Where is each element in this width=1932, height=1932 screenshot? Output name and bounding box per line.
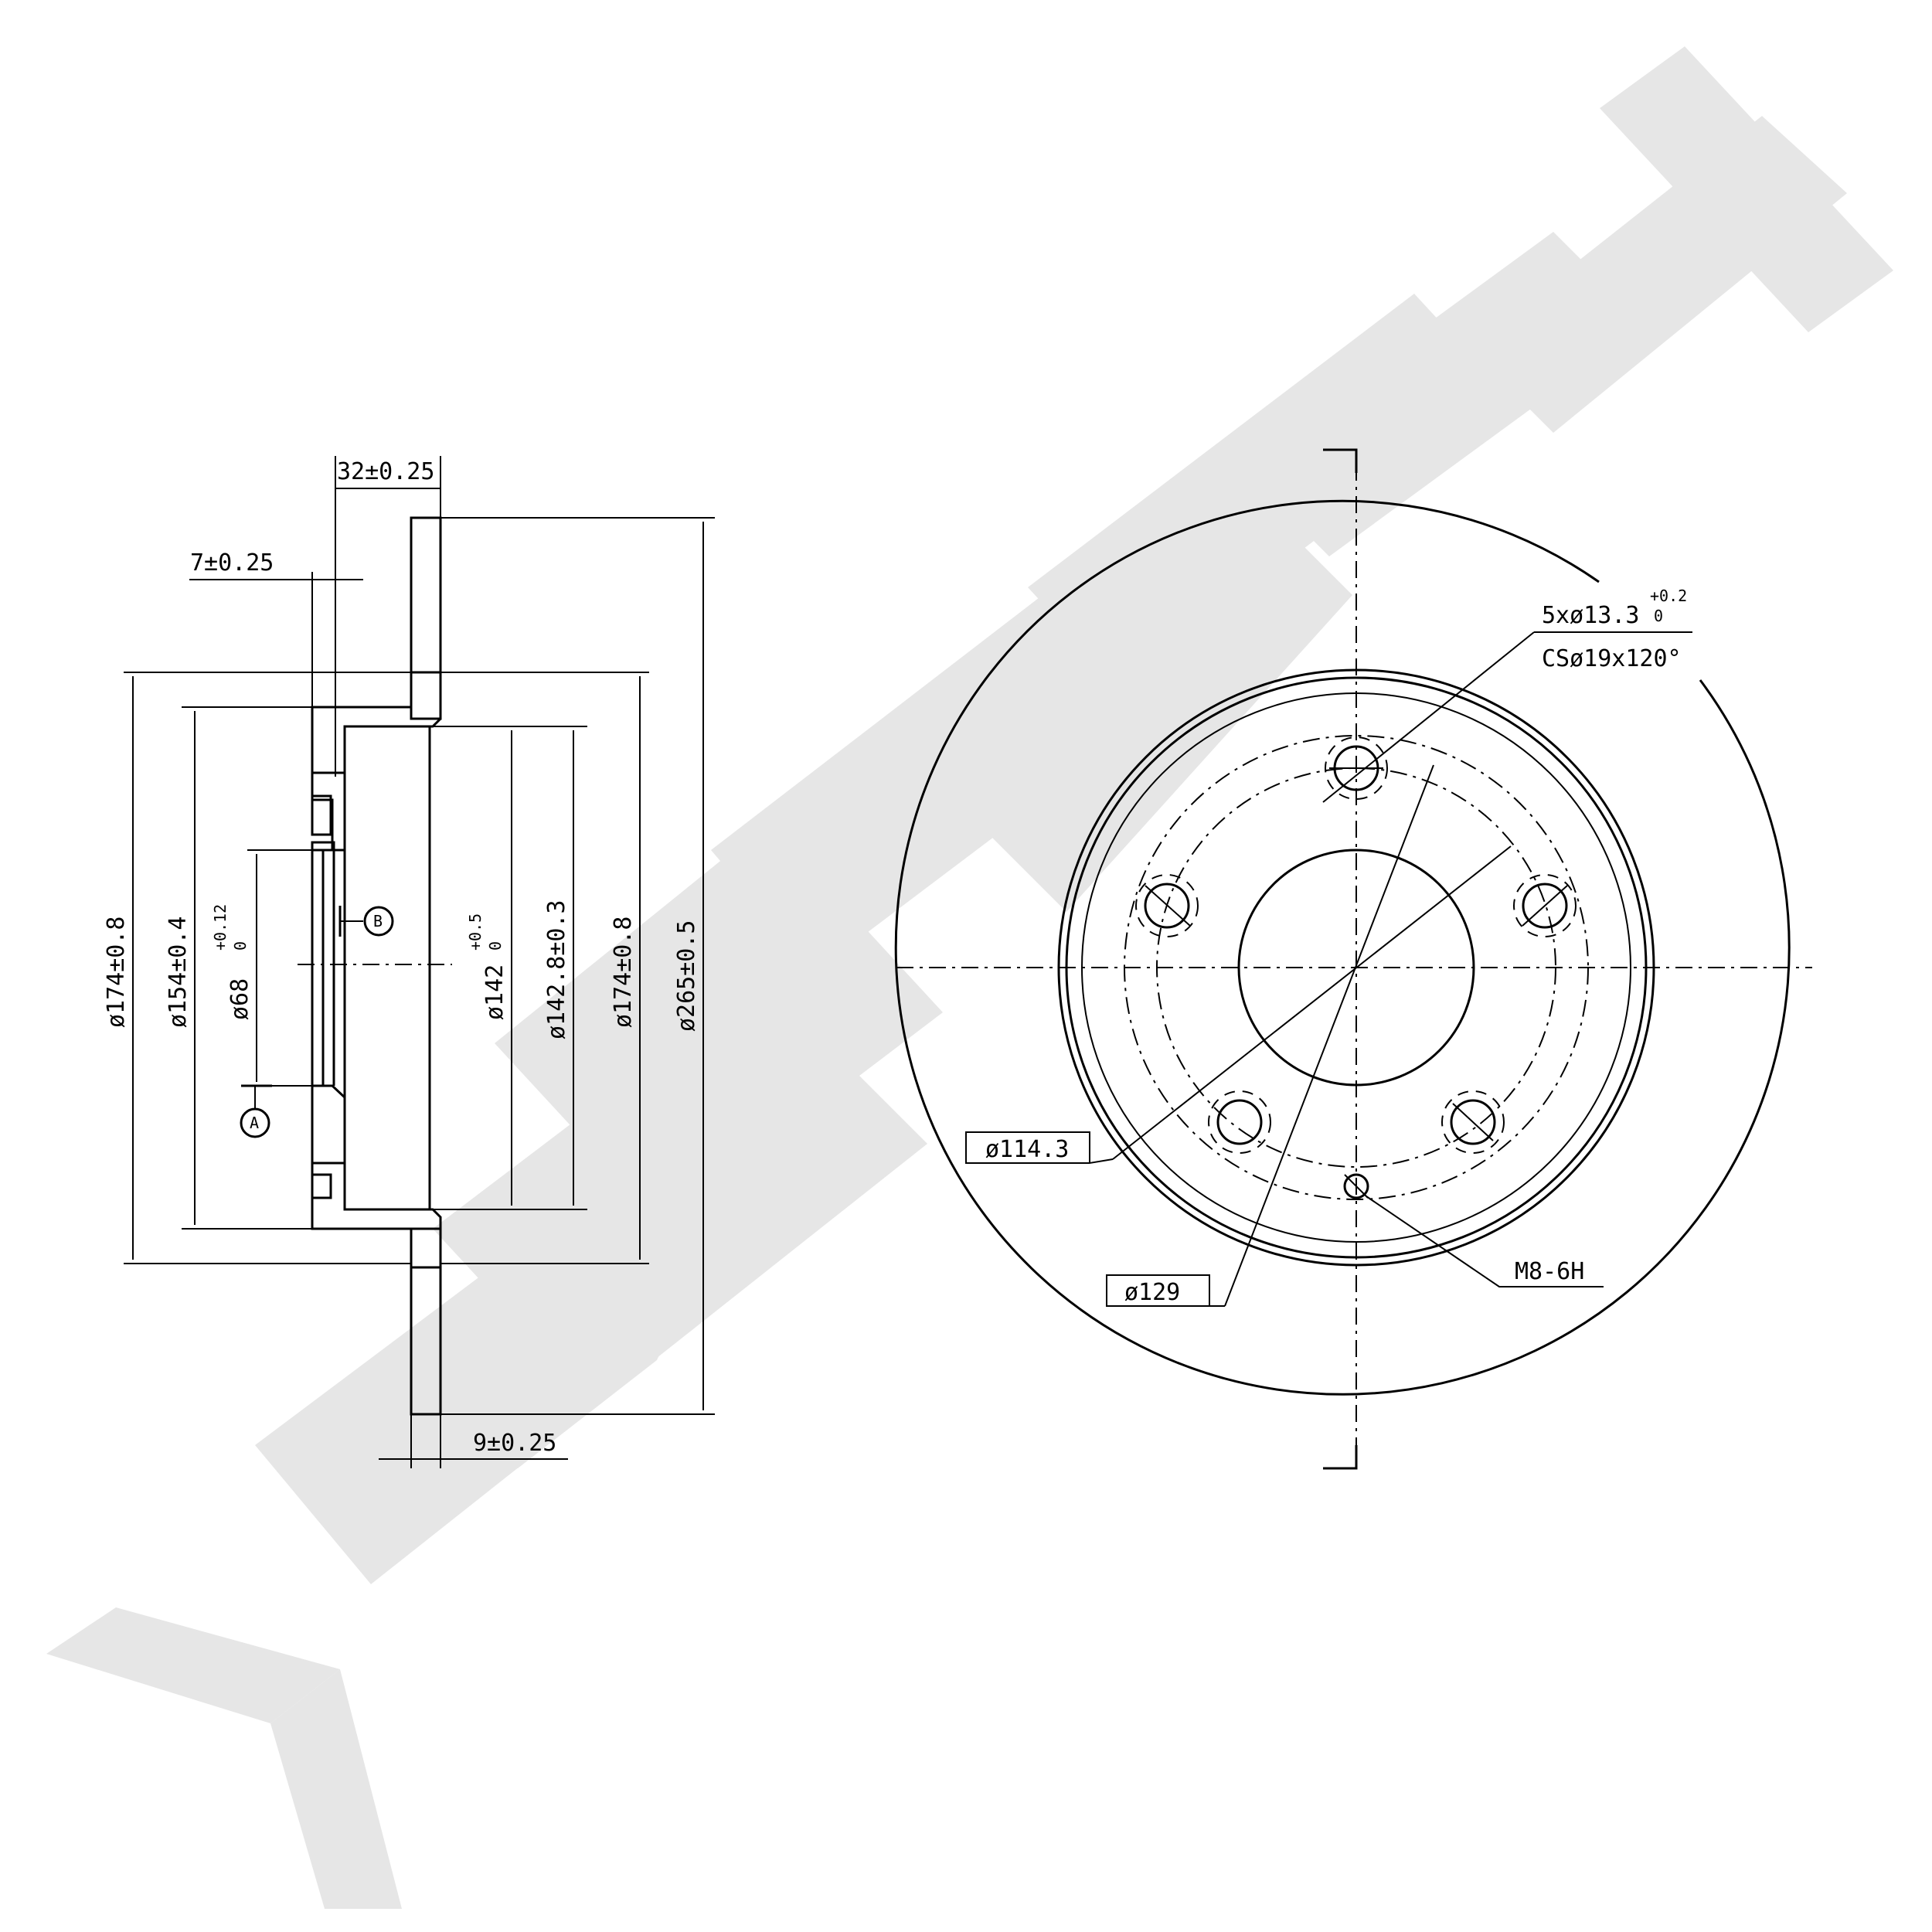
dim-bore-tol-lower: 0 bbox=[231, 941, 250, 951]
datum-b-label: B bbox=[373, 912, 383, 930]
hat-section-upper bbox=[311, 671, 442, 774]
bolt-hole-right bbox=[1513, 874, 1577, 937]
hub-face-upper bbox=[311, 771, 346, 852]
zenntek-watermark-logo bbox=[46, 46, 1893, 1909]
dim-friction-inner-diameter: ø142.8±0.3 bbox=[543, 900, 570, 1039]
front-view: 5xø13.3 +0.2 0 CSø19x120° ø114.3 ø129 M8… bbox=[894, 448, 1812, 1470]
dim-bore-diameter: ø68 bbox=[226, 978, 253, 1020]
dim-hat-outer-diameter: ø174±0.8 bbox=[610, 917, 637, 1029]
datum-a-label: A bbox=[250, 1114, 259, 1132]
label-bolt-holes: 5xø13.3 bbox=[1542, 602, 1639, 629]
bolt-hole-left bbox=[1135, 874, 1199, 937]
dim-total-width: 32±0.25 bbox=[337, 458, 434, 485]
dim-disc-outer-diameter: ø265±0.5 bbox=[673, 920, 700, 1032]
hub-face-bore-upper bbox=[311, 841, 335, 852]
hub-face-mid-upper bbox=[311, 794, 332, 836]
dim-recess-tol-upper: +0.5 bbox=[466, 913, 485, 951]
label-bolt-holes-tol-lower: 0 bbox=[1654, 607, 1663, 625]
side-section-view: B A ø174±0.8 ø154±0.4 ø68 +0.12 0 ø142 +… bbox=[103, 456, 715, 1468]
label-countersink: CSø19x120° bbox=[1542, 645, 1682, 672]
threaded-hole bbox=[1343, 1173, 1369, 1199]
bolt-hole-lower-left bbox=[1208, 1090, 1271, 1154]
dim-hat-thickness: 7±0.25 bbox=[190, 549, 274, 577]
label-pcd: ø114.3 bbox=[985, 1136, 1069, 1163]
disc-outer-edge bbox=[894, 499, 1791, 1396]
bolt-hole-top bbox=[1325, 736, 1388, 800]
label-thread: M8-6H bbox=[1515, 1258, 1584, 1285]
section-marker-bottom bbox=[1323, 1445, 1358, 1470]
hub-face-lower bbox=[311, 1084, 346, 1165]
datum-b-marker bbox=[363, 906, 394, 937]
pcd-diameter-line bbox=[1112, 845, 1512, 1160]
dim-bore-tol-upper: +0.12 bbox=[211, 904, 230, 951]
disc-ring-section-upper bbox=[410, 516, 442, 720]
hub-face-mid-lower bbox=[311, 1173, 332, 1199]
hat-diameter-line bbox=[1224, 764, 1434, 1307]
dim-recess-tol-lower: 0 bbox=[486, 941, 505, 951]
label-bolt-holes-tol-upper: +0.2 bbox=[1650, 587, 1687, 605]
dim-outer-hub-diameter: ø174±0.8 bbox=[103, 917, 130, 1029]
datum-a-marker bbox=[240, 1107, 270, 1138]
dim-hub-inner-diameter: ø154±0.4 bbox=[165, 917, 192, 1029]
section-marker-top bbox=[1323, 448, 1358, 473]
label-hat-diameter: ø129 bbox=[1124, 1279, 1180, 1306]
dim-recess-diameter: ø142 bbox=[481, 964, 509, 1020]
bolt-hole-lower-right bbox=[1441, 1090, 1505, 1154]
dim-disc-thickness: 9±0.25 bbox=[473, 1430, 556, 1457]
